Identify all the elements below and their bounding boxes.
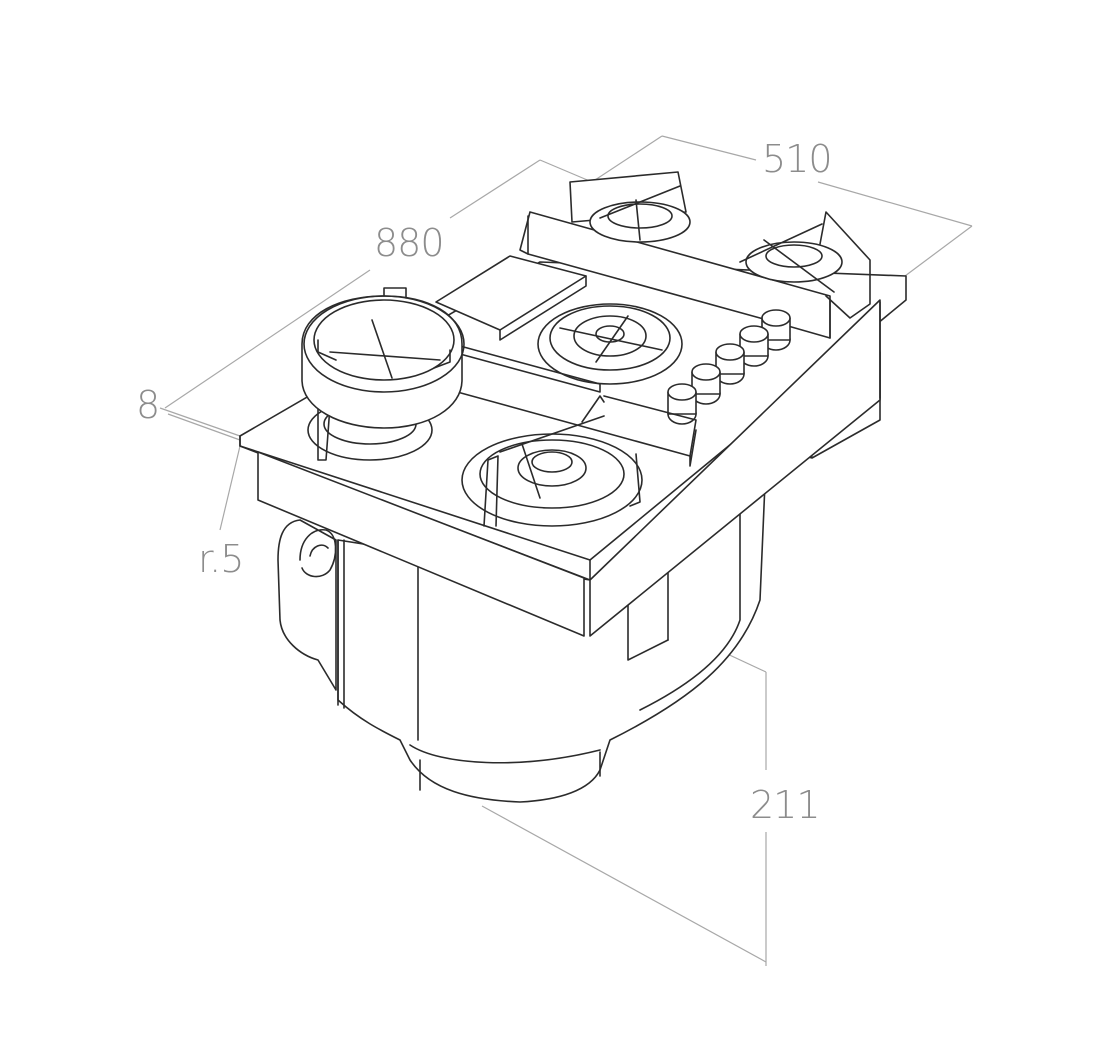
knob-4[interactable]: [691, 363, 721, 405]
knob-5[interactable]: [667, 383, 697, 425]
rear-grate: [519, 211, 871, 339]
wok-burner: [301, 287, 465, 461]
front-burner: [461, 395, 643, 527]
depth-dimension-label: 880: [374, 221, 444, 265]
radius-dimension-label: r.5: [198, 537, 243, 581]
center-triple-ring-burner: [537, 303, 683, 385]
thickness-dimension-label: 8: [136, 383, 159, 427]
rear-left-burner: [569, 171, 691, 243]
control-knobs: [667, 309, 791, 425]
knob-2[interactable]: [739, 325, 769, 367]
griddle-plate: [435, 255, 587, 341]
width-dimension-label: 510: [762, 137, 832, 181]
rear-right-burner: [739, 223, 843, 293]
height-dimension-label: 211: [750, 783, 820, 827]
knob-3[interactable]: [715, 343, 745, 385]
knob-1[interactable]: [761, 309, 791, 351]
